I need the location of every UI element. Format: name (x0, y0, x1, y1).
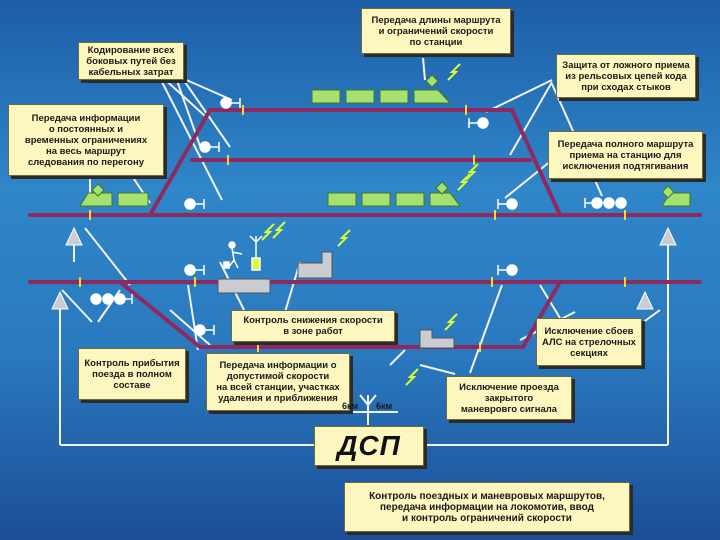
antenna-icon (340, 394, 398, 425)
box-permanent-limits: Передача информации о постоянных и време… (8, 104, 164, 176)
radio-icon (447, 63, 461, 81)
dsp-station-box: ДСП (314, 426, 424, 466)
triangle-markers (51, 226, 677, 310)
box-bottom-control: Контроль поездных и маневровых маршрутов… (344, 482, 630, 532)
track-device-right (419, 329, 455, 349)
signal-icon (184, 198, 205, 210)
entrance-signal-left (90, 293, 133, 305)
worker-icon (223, 235, 263, 271)
box-false-reception: Защита от ложного приема из рельсовых це… (556, 54, 696, 98)
antenna-label-left: 6км (342, 401, 359, 411)
box-arrival: Контроль прибытия поезда в полном состав… (78, 348, 186, 400)
dsp-label: ДСП (337, 430, 401, 461)
train-left (79, 192, 149, 207)
insulating-joints (79, 105, 626, 352)
train-upper (311, 89, 452, 104)
entrance-signal-right (584, 197, 627, 209)
track-device-top (297, 251, 333, 279)
signal-icon (220, 97, 241, 109)
locomotive-markers (91, 74, 675, 199)
box-speed-reduction: Контроль снижения скорости в зоне работ (231, 310, 395, 342)
signal-icon (497, 198, 518, 210)
tracks (28, 108, 702, 349)
track-device-left (217, 278, 271, 294)
signal-icon (497, 264, 518, 276)
signal-icon (468, 117, 489, 129)
signal-icon (194, 324, 215, 336)
radio-icons (261, 63, 479, 386)
signal-icon (184, 264, 205, 276)
track-upper-loop (148, 108, 562, 217)
box-coding: Кодирование всех боковых путей без кабел… (78, 42, 184, 80)
train-middle (327, 192, 462, 207)
box-route-length: Передача длины маршрута и ограничений ск… (361, 8, 511, 54)
box-full-route: Передача полного маршрута приема на стан… (548, 131, 703, 179)
signal-icon (199, 141, 220, 153)
box-alarm-failures: Исключение сбоев АЛС на стрелочных секци… (536, 318, 642, 366)
track-lower-loop (118, 280, 562, 349)
antenna-label-right: 6км (376, 401, 393, 411)
signals (184, 97, 518, 336)
box-closed-signal: Исключение проезда закрытого маневровго … (446, 376, 572, 420)
box-permissible-speed: Передача информации о допустимой скорост… (206, 353, 350, 411)
